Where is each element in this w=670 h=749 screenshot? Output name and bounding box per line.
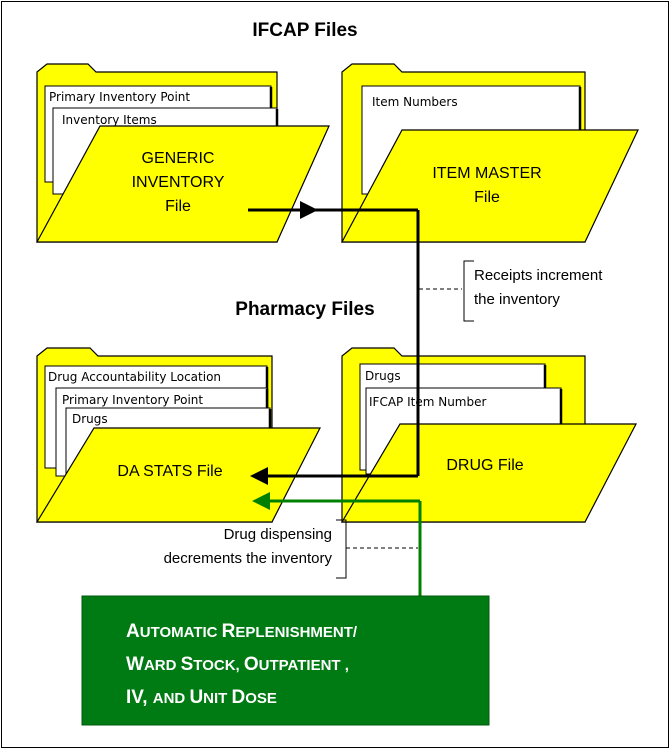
- item-master-label-2: File: [474, 189, 500, 206]
- receipts-callout: Receipts increment the inventory: [419, 260, 603, 322]
- tab-label: Drugs: [365, 369, 401, 383]
- replenishment-box: AUTOMATIC REPLENISHMENT/ WARD STOCK, OUT…: [81, 595, 490, 726]
- dispensing-note-line1: Drug dispensing: [224, 526, 332, 543]
- tab-label: Primary Inventory Point: [62, 393, 203, 407]
- replenishment-line2: WARD STOCK, OUTPATIENT ,: [126, 654, 349, 675]
- generic-inventory-folder: Primary Inventory Point Inventory Items …: [35, 63, 330, 243]
- receipts-arrow: [248, 201, 420, 485]
- item-master-label-1: ITEM MASTER: [432, 165, 541, 182]
- receipts-note-line2: the inventory: [474, 291, 560, 308]
- tab-label: IFCAP Item Number: [369, 395, 486, 409]
- tab-label: Inventory Items: [62, 113, 157, 127]
- dispensing-callout: Drug dispensing decrements the inventory: [164, 519, 418, 579]
- replenishment-line3: IV, AND UNIT DOSE: [126, 687, 277, 708]
- tab-label: Drugs: [72, 412, 108, 426]
- generic-inventory-label-2: INVENTORY: [132, 174, 225, 191]
- dispensing-note-line2: decrements the inventory: [164, 550, 333, 567]
- pharmacy-title: Pharmacy Files: [235, 299, 374, 320]
- ifcap-title: IFCAP Files: [252, 20, 357, 41]
- item-master-folder: Item Numbers ITEM MASTER File: [340, 63, 639, 243]
- generic-inventory-label-3: File: [165, 198, 191, 215]
- replenishment-line1: AUTOMATIC REPLENISHMENT/: [126, 621, 358, 642]
- dispensing-arrow: [252, 492, 422, 596]
- generic-inventory-label-1: GENERIC: [142, 150, 215, 167]
- da-stats-folder: Drug Accountability Location Primary Inv…: [35, 347, 321, 523]
- tab-label: Item Numbers: [372, 95, 458, 109]
- drug-folder: Drugs IFCAP Item Number DRUG File: [340, 347, 637, 523]
- receipts-note-line1: Receipts increment: [474, 267, 603, 284]
- drug-label: DRUG File: [446, 457, 523, 474]
- tab-label: Primary Inventory Point: [49, 90, 190, 104]
- da-stats-label: DA STATS File: [117, 463, 222, 480]
- tab-label: Drug Accountability Location: [48, 370, 221, 384]
